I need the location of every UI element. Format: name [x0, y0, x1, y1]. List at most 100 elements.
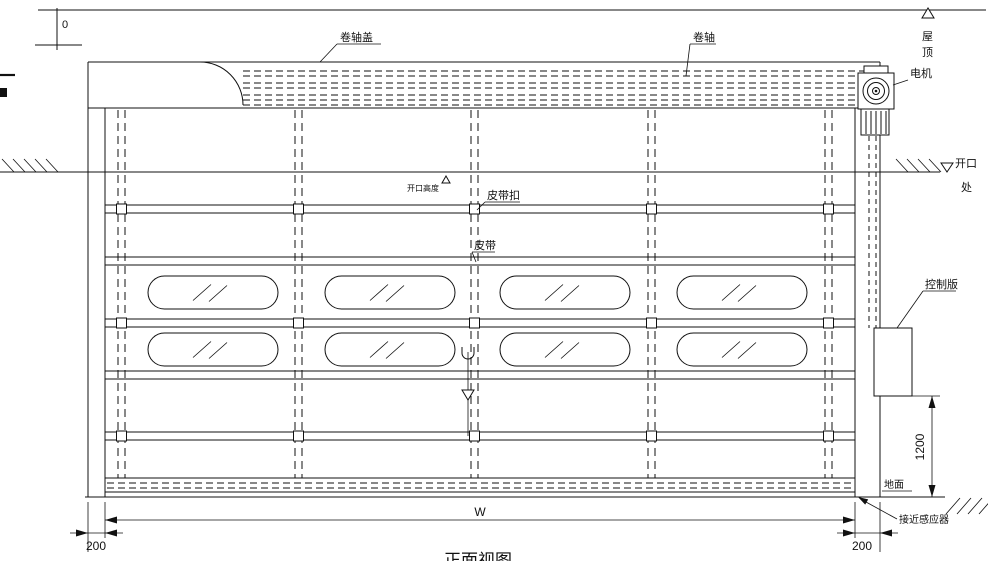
belt-label: 皮带 [474, 239, 496, 252]
datum-marker: 0 [0, 8, 82, 97]
opening-height-label: 开口高度 [407, 183, 439, 193]
bottom-dimensions: W 200 200 [70, 502, 898, 553]
hatch-mark [917, 158, 931, 173]
leader-line [892, 79, 909, 86]
leader-line [865, 501, 898, 520]
window-panel [324, 332, 456, 367]
belt-buckle-square [469, 203, 480, 215]
dim-1200: 1200 [912, 395, 940, 497]
motor-terminal-box [860, 108, 890, 136]
dim-arrow [76, 529, 88, 537]
hatch-mark [967, 497, 983, 515]
motor-circle-mid [867, 82, 885, 100]
center-dim-triangle [461, 389, 475, 401]
ground-label: 地面 [884, 478, 904, 491]
hatch-mark [945, 497, 961, 515]
datum-zero-label: 0 [62, 19, 68, 31]
glass-mark [208, 342, 228, 359]
glass-mark [737, 285, 757, 302]
glass-mark [385, 342, 405, 359]
hatch-mark [34, 158, 48, 173]
drawing-caption: 正面视图 [444, 551, 512, 561]
window-panel [147, 275, 279, 310]
glass-mark [208, 285, 228, 302]
glass-mark [737, 342, 757, 359]
leader-arrowhead [858, 497, 869, 505]
motor-shaft-dot [874, 89, 878, 93]
belt-buckle-square [293, 430, 304, 442]
window-panel [324, 275, 456, 310]
control-panel-box [873, 327, 913, 397]
dim-arrow-down [928, 485, 936, 497]
belt-buckle-square [116, 317, 127, 329]
belt-buckle-square [823, 203, 834, 215]
window-panel [499, 275, 631, 310]
dim-arrow-right [843, 516, 855, 524]
glass-mark [544, 284, 564, 301]
glass-mark [560, 285, 580, 302]
belt-buckle-square [823, 317, 834, 329]
belt-lines [117, 110, 833, 478]
belt-buckle-square [293, 203, 304, 215]
glass-mark [721, 341, 741, 358]
belt-buckle-square [293, 317, 304, 329]
dim-arrow [880, 529, 892, 537]
glass-mark [560, 342, 580, 359]
hatch-mark [12, 158, 26, 173]
glass-mark [192, 341, 212, 358]
drive-belt-right [868, 136, 877, 328]
roller-cover [88, 61, 880, 109]
opening-label-line2: 处 [961, 181, 972, 194]
hatch-mark [906, 158, 920, 173]
cover-end-arc [199, 61, 244, 106]
leader-line [476, 201, 486, 211]
bottom-bar [105, 477, 855, 493]
dim-arrow-up [928, 396, 936, 408]
motor-assembly [857, 65, 895, 136]
glass-mark [369, 284, 389, 301]
belt-buckle-square [646, 430, 657, 442]
hatch-mark [45, 158, 59, 173]
window-panel [147, 332, 279, 367]
section-hatches [1, 158, 988, 515]
rolled-curtain [243, 70, 865, 106]
belt-buckle-row [116, 203, 834, 442]
left-edge-block [0, 88, 7, 97]
roof-label-char1: 屋 [922, 30, 933, 43]
proximity-sensor-label: 接近感应器 [899, 513, 949, 526]
motor-terminal-fins [865, 111, 887, 134]
roof-triangle-marker [921, 7, 935, 19]
dim-200-left-label: 200 [86, 539, 106, 553]
motor-label: 电机 [910, 66, 932, 80]
belt-buckle-label: 皮带扣 [487, 188, 520, 202]
hatch-mark [895, 158, 909, 173]
leader-line [319, 43, 338, 63]
dim-arrow [843, 529, 855, 537]
opening-label-line1: 开口 [955, 158, 977, 170]
belt-buckle-square [646, 317, 657, 329]
glass-mark [369, 341, 389, 358]
leader-line [685, 43, 691, 77]
window-panel [676, 332, 808, 367]
dim-arrow-left [105, 516, 117, 524]
opening-height-triangle [441, 174, 451, 184]
center-dim-bracket [461, 347, 475, 360]
dim-200-right-label: 200 [852, 539, 872, 553]
window-panel [499, 332, 631, 367]
belt-buckle-square [116, 203, 127, 215]
motor-circle-inner [872, 87, 880, 95]
hatch-mark [928, 158, 942, 173]
bottom-bar-sensor-lines [107, 482, 853, 489]
leader-line [471, 251, 477, 263]
belt-buckle-square [469, 430, 480, 442]
belt-buckle-square [823, 430, 834, 442]
glass-mark [385, 285, 405, 302]
dim-1200-label: 1200 [913, 433, 927, 460]
hatch-mark [1, 158, 15, 173]
hatch-mark [978, 503, 988, 515]
opening-triangle-marker [940, 162, 954, 173]
glass-mark [192, 284, 212, 301]
belt-buckle-square [646, 203, 657, 215]
